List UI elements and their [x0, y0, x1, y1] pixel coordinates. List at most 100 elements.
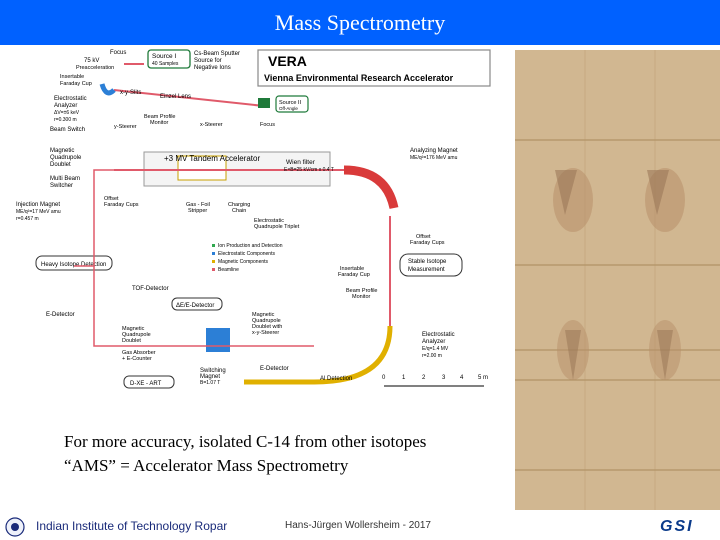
- switcher-label: Switcher: [50, 183, 73, 189]
- legend-1: Ion Production and Detection: [218, 243, 283, 249]
- vera-accelerator-diagram: VERA Vienna Environmental Research Accel…: [14, 46, 498, 394]
- wienfilter-label: Wien filter: [286, 159, 316, 166]
- magq-label: Magnetic: [50, 148, 74, 154]
- dxe-label: D-XE - ART: [130, 381, 162, 387]
- injection-label3: r=0.457 m: [16, 216, 39, 222]
- legend-3: Magnetic Components: [218, 259, 269, 265]
- y-steerer-label: y-Steerer: [114, 124, 137, 130]
- es-quad-label2: Quadrupole Triplet: [254, 224, 300, 230]
- scale-0: 0: [382, 375, 386, 381]
- cs-beam-label: Cs-Beam Sputter: [194, 51, 240, 57]
- scale-4: 4: [460, 375, 464, 381]
- tandem-column: [177, 155, 227, 181]
- scale-5: 5 m: [478, 375, 488, 381]
- esa2b-label: Analyzer: [422, 339, 445, 345]
- gas-absorber-label: Gas Absorber: [122, 350, 156, 356]
- faraday-label: Faraday Cup: [60, 81, 92, 87]
- faraday-cups-label: Faraday Cups: [104, 202, 139, 208]
- einzel-label: Einzel Lens: [160, 94, 191, 100]
- dee-label: ΔE/E-Detector: [176, 303, 214, 309]
- magnet-label: Magnet: [200, 374, 220, 380]
- esa2-shape: [244, 325, 393, 385]
- footer-author: Hans-Jürgen Wollersheim - 2017: [285, 520, 431, 531]
- switching-label: Switching: [200, 368, 226, 374]
- shroud-of-turin-photo: [515, 50, 720, 510]
- beam-profile2-label: Beam Profile: [346, 288, 378, 294]
- legend-2: Electrostatic Components: [218, 251, 275, 257]
- cs-beam-label3: Negative Ions: [194, 65, 231, 71]
- beam-switch-label: Beam Switch: [50, 127, 85, 133]
- source2-sub: Off-Angle: [279, 106, 298, 111]
- es-analyzer-shape: [99, 83, 116, 96]
- quad-label: Quadrupole: [50, 155, 82, 161]
- monitor-label: Monitor: [150, 120, 169, 126]
- chain-label: Chain: [232, 208, 246, 214]
- caption-line-1: For more accuracy, isolated C-14 from ot…: [64, 432, 427, 451]
- shroud-svg: [515, 50, 720, 510]
- footer-institution: Indian Institute of Technology Ropar: [36, 519, 228, 533]
- faraday-cups2-label: Faraday Cups: [410, 240, 445, 246]
- es-analyzer-label: Electrostatic: [54, 96, 87, 102]
- multibeam-label: Multi Beam: [50, 176, 80, 182]
- quad2-label: Quadrupole: [122, 332, 151, 338]
- legend-4: Beamline: [218, 267, 239, 273]
- al-detection-label: Al Detection: [320, 376, 352, 382]
- source1-label: Source I: [152, 53, 176, 60]
- insertable-label: Insertable: [60, 74, 84, 80]
- magq3b-label: Quadrupole: [252, 318, 281, 324]
- e-detector-label: E-Detector: [46, 312, 75, 318]
- stable-iso-label: Stable Isotope: [408, 259, 447, 265]
- gsi-logo: GSI: [660, 518, 716, 538]
- stripper-label: Stripper: [188, 208, 207, 214]
- x-steerer-label: x-Steerer: [200, 122, 223, 128]
- es-quad-label: Electrostatic: [254, 218, 284, 224]
- source2-label: Source II: [279, 100, 301, 106]
- kv75-label: 75 kV: [84, 58, 99, 64]
- scale-3: 3: [442, 375, 446, 381]
- focus-label: Focus: [110, 50, 126, 56]
- scale-1: 1: [402, 375, 406, 381]
- switch-params: B=1.07 T: [200, 380, 220, 386]
- vera-header-short: VERA: [268, 53, 307, 69]
- doublet-label: Doublet: [50, 162, 71, 168]
- switching-magnet-block: [206, 328, 230, 352]
- slide-title: Mass Spectrometry: [0, 0, 720, 45]
- heavy-ion-label: Heavy Isotope Detection: [41, 262, 106, 268]
- magq3-label: Magnetic: [252, 312, 275, 318]
- iit-ropar-logo: [5, 517, 25, 537]
- preacc-label: Preacceleration: [76, 65, 114, 71]
- xy-slits-label: x-y-Slits: [120, 90, 141, 96]
- offset-label: Offset: [104, 196, 119, 202]
- wien-params: E×B=25 kV/cm x 0.4 T: [284, 167, 334, 173]
- offset2-label: Offset: [416, 234, 431, 240]
- magq2-label: Magnetic: [122, 326, 145, 332]
- vera-diagram-svg: VERA Vienna Environmental Research Accel…: [14, 46, 498, 394]
- e-counter-label: + E-Counter: [122, 356, 152, 362]
- esa2-label: Electrostatic: [422, 332, 455, 338]
- esa2-r: r=2.00 m: [422, 353, 442, 359]
- dxe-box: [123, 375, 175, 389]
- esa2-params: E/q=1.4 MV: [422, 346, 449, 352]
- doublet2-label: Doublet: [122, 338, 141, 344]
- e-detector2-label: E-Detector: [260, 366, 289, 372]
- injection-label2: ME/q²=17 MeV amu: [16, 209, 61, 215]
- es-r: r=0.300 m: [54, 117, 77, 123]
- gas-foil-label: Gas - Foil: [186, 202, 210, 208]
- es-analyzer-label2: Analyzer: [54, 103, 77, 109]
- source2-block: [258, 98, 270, 108]
- source1-box: [147, 49, 191, 69]
- injection-label: Injection Magnet: [16, 202, 60, 208]
- stable-iso-box: [399, 253, 463, 277]
- beam-profile-label: Beam Profile: [144, 114, 176, 120]
- gsi-logo-text: GSI: [660, 518, 694, 535]
- caption: For more accuracy, isolated C-14 from ot…: [64, 430, 426, 478]
- scale-2: 2: [422, 375, 426, 381]
- dee-box: [171, 297, 223, 311]
- magq3c-label: Doublet with: [252, 324, 282, 330]
- vera-header-box: [257, 49, 491, 87]
- tof-label: TOF-Detector: [132, 286, 169, 292]
- es-params: ΔV=±6 keV: [54, 110, 80, 116]
- charging-label: Charging: [228, 202, 250, 208]
- cs-beam-label2: Source for: [194, 58, 222, 64]
- footer: Indian Institute of Technology Ropar Han…: [0, 512, 720, 540]
